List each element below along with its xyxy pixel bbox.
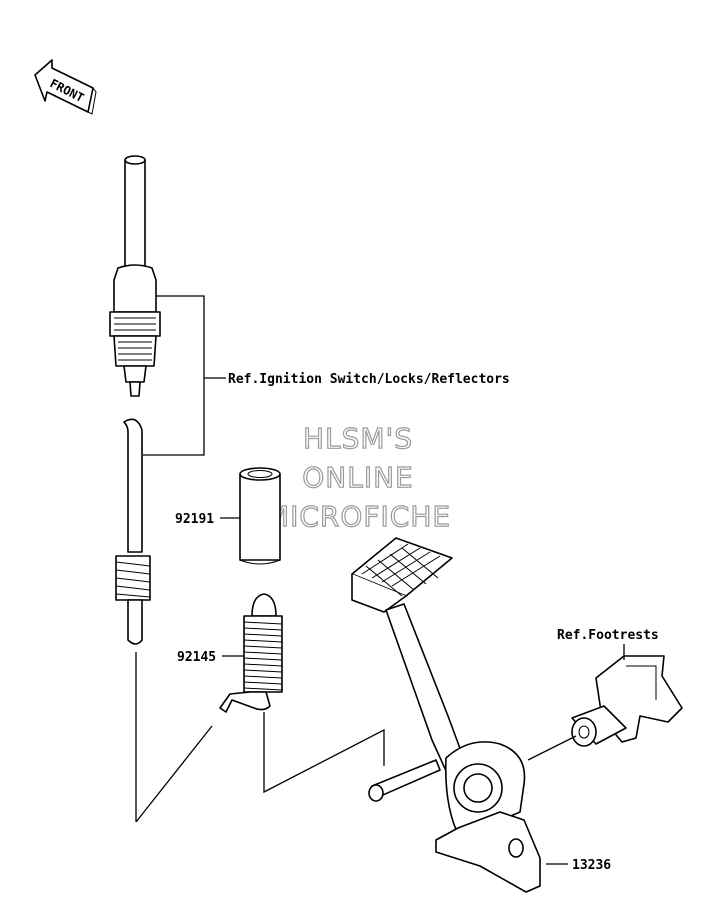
watermark-line-3: MICROFICHE xyxy=(265,500,451,533)
front-arrow-icon: FRONT xyxy=(34,59,97,115)
brake-pedal xyxy=(351,537,541,893)
watermark: HLSM'S ONLINE MICROFICHE xyxy=(264,421,451,533)
callout-92191: 92191 xyxy=(175,512,214,527)
brake-light-switch xyxy=(109,155,161,397)
switch-rod-with-spring xyxy=(115,418,151,645)
callout-92145: 92145 xyxy=(177,650,216,665)
callout-ref-ignition: Ref.Ignition Switch/Locks/Reflectors xyxy=(228,372,510,387)
watermark-line-1: HLSM'S xyxy=(303,422,413,455)
callout-13236: 13236 xyxy=(572,858,611,873)
part-92191-sleeve xyxy=(239,467,281,565)
watermark-line-2: ONLINE xyxy=(302,461,413,494)
callout-ref-footrests: Ref.Footrests xyxy=(557,628,659,643)
part-92145-spring xyxy=(219,593,283,713)
footrest-bracket xyxy=(571,655,683,747)
